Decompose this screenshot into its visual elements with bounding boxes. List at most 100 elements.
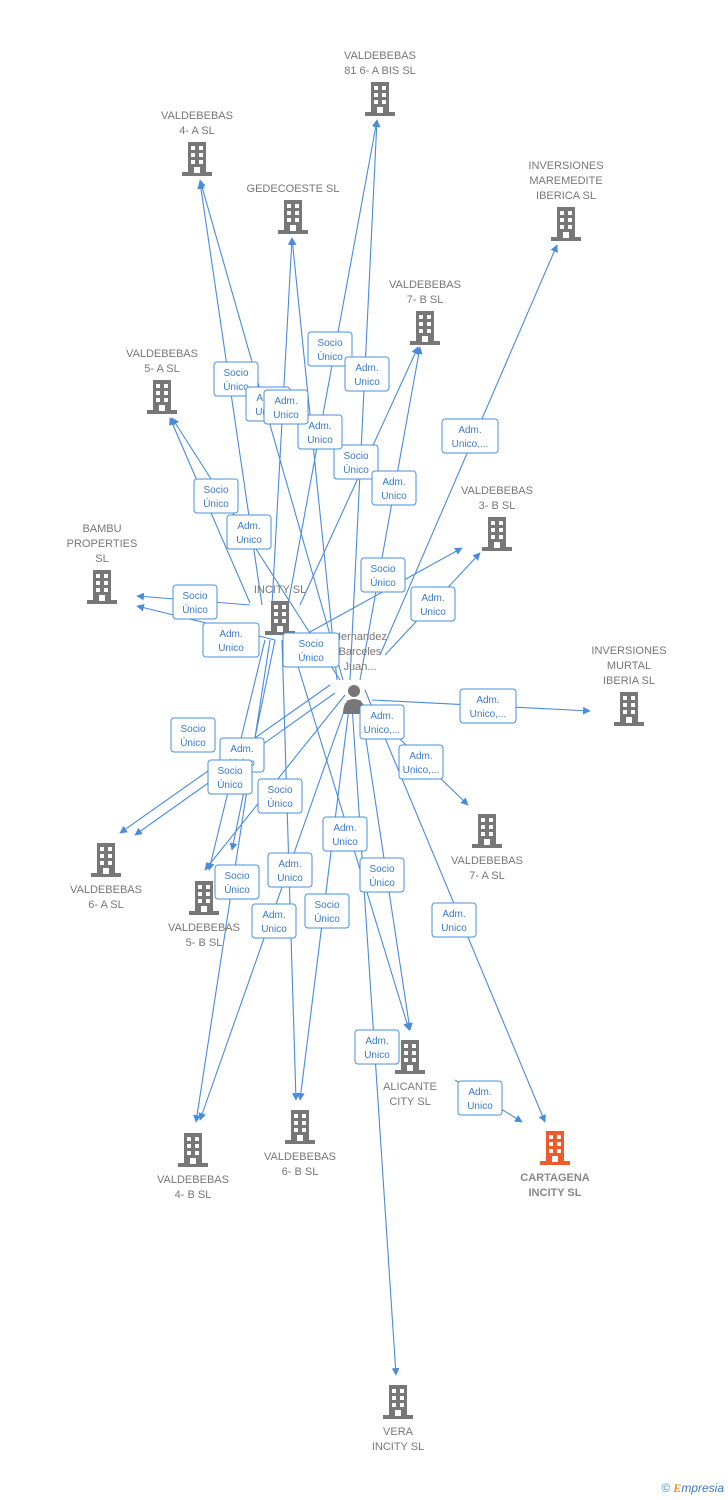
edge-label-box (359, 857, 405, 893)
company-name-line: BAMBU (82, 523, 121, 535)
company-node-vald7a[interactable]: VALDEBEBAS 7- A SL (451, 814, 523, 882)
edge-label-text: Socio (182, 591, 207, 602)
company-name-line: VALDEBEBAS (451, 855, 523, 867)
edge-label-box (170, 717, 216, 753)
edge-label-text: Único (180, 736, 206, 749)
building-icon (482, 517, 512, 551)
edge-label-box (398, 744, 444, 780)
edge-label-box (410, 586, 456, 622)
edge-label-5[interactable]: Adm.Unico (297, 414, 343, 450)
edge-label-text: Unico,... (452, 439, 489, 450)
edge-label-text: Unico (332, 837, 358, 848)
company-name-line: 6- B SL (282, 1166, 319, 1178)
edge-label-16[interactable]: Adm.Unico,... (359, 704, 405, 740)
edge-label-22[interactable]: Adm.Unico (322, 816, 368, 852)
edge-label-text: Adm. (458, 425, 481, 436)
edge-label-15[interactable]: Adm.Unico,... (459, 688, 517, 724)
edge-label-text: Adm. (409, 751, 432, 762)
edge-label-text: Unico (364, 1050, 390, 1061)
edge-label-text: Socio (298, 639, 323, 650)
edge-label-text: Único (369, 876, 395, 889)
edge-label-31[interactable]: Adm.Unico (263, 389, 309, 425)
company-name-line: 5- A SL (144, 363, 179, 375)
edge-label-box (193, 478, 239, 514)
edge-label-text: Unico,... (470, 709, 507, 720)
edge-label-text: Único (224, 883, 250, 896)
edge-label-13[interactable]: Adm.Unico (202, 622, 260, 658)
edge-label-text: Socio (369, 864, 394, 875)
edge-label-text: Adm. (365, 1036, 388, 1047)
edge-label-box (172, 584, 218, 620)
edge-label-text: Único (298, 651, 324, 664)
edge-label-box (371, 470, 417, 506)
edge-label-28[interactable]: Adm.Unico (431, 902, 477, 938)
edge-label-text: Único (343, 463, 369, 476)
edge-label-text: Socio (223, 368, 248, 379)
edge-label-23[interactable]: Adm.Unico (267, 852, 313, 888)
edge-line-4 (359, 346, 423, 681)
edge-label-text: Socio (317, 338, 342, 349)
edge-label-box (202, 622, 260, 658)
edge-label-8[interactable]: Adm.Unico (226, 514, 272, 550)
edge-label-text: Socio (314, 900, 339, 911)
company-node-gedec[interactable]: GEDECOESTE SL (247, 183, 340, 234)
company-name-line: 5- B SL (186, 937, 223, 949)
edge-label-17[interactable]: Adm.Unico,... (398, 744, 444, 780)
edge-label-box (459, 688, 517, 724)
company-node-vald5a[interactable]: VALDEBEBAS 5- A SL (126, 348, 198, 414)
edge-label-text: Unico (277, 873, 303, 884)
edge-label-text: Unico (354, 377, 380, 388)
brand-logo-e: E (673, 1481, 682, 1495)
company-name-line: VALDEBEBAS (161, 110, 233, 122)
company-node-incity[interactable]: INCITY SL (254, 584, 306, 635)
edge-label-6[interactable]: Adm.Unico (371, 470, 417, 506)
edge-label-9[interactable]: Adm. Unico,... (441, 418, 499, 454)
edge-label-text: Adm. (355, 363, 378, 374)
edge-label-box (457, 1080, 503, 1116)
edge-label-text: Único (267, 797, 293, 810)
company-name-line: INCITY SL (254, 584, 306, 596)
person-name-line: Juan... (343, 661, 376, 673)
edge-label-box (354, 1029, 400, 1065)
building-icon (383, 1385, 413, 1419)
edge-label-11[interactable]: Adm.Unico (410, 586, 456, 622)
edge-label-30[interactable]: Adm.Unico (457, 1080, 503, 1116)
edge-label-text: Socio (267, 785, 292, 796)
company-name-line: VALDEBEBAS (126, 348, 198, 360)
edge-label-text: Unico (218, 643, 244, 654)
company-name-line: 7- A SL (469, 870, 504, 882)
edge-label-27[interactable]: Adm.Unico (251, 903, 297, 939)
company-name-line: VERA (383, 1426, 414, 1438)
edge-label-box (214, 864, 260, 900)
edge-label-text: Unico (273, 410, 299, 421)
building-icon (147, 380, 177, 414)
edge-label-29[interactable]: Adm. Unico (354, 1029, 400, 1065)
edge-label-3[interactable]: Adm. Unico (344, 356, 390, 392)
